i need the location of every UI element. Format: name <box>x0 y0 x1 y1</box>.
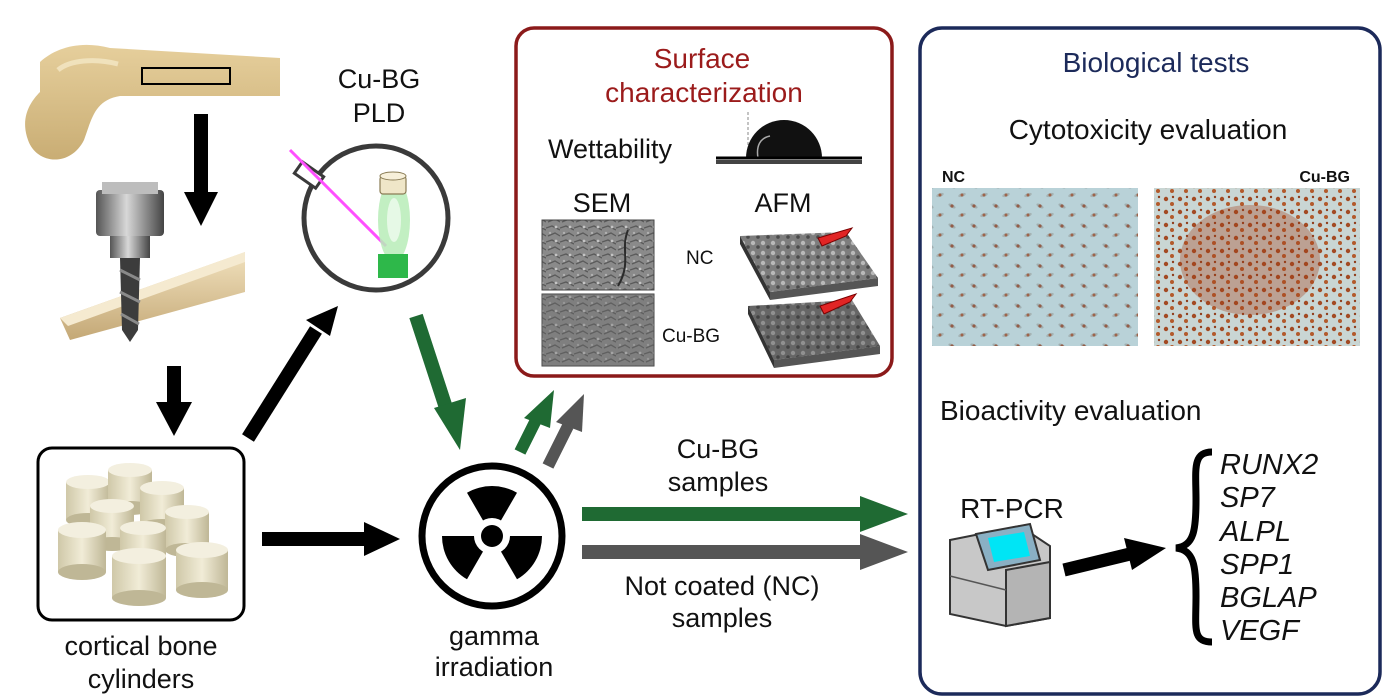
afm-nc-label: NC <box>686 248 713 269</box>
surface-title-line1: Surface <box>654 43 751 74</box>
arrow-drill-to-cylinders <box>156 366 192 436</box>
pld-label-line2: PLD <box>353 98 406 128</box>
laser-beam <box>288 148 388 248</box>
gamma-label-line2: irradiation <box>435 652 554 682</box>
cubg-samples-label-line1: Cu-BG <box>677 434 760 464</box>
gene-item: VEGF <box>1220 615 1301 647</box>
femur-bone-image <box>25 44 280 160</box>
sem-image-cubg <box>541 293 655 367</box>
radiation-icon <box>418 462 566 610</box>
pld-chamber-image <box>288 143 451 293</box>
cut-region-marker <box>141 67 231 85</box>
gene-item: SPP1 <box>1220 549 1294 581</box>
rtpcr-label: RT-PCR <box>960 493 1064 524</box>
cylinders-label-line1: cortical bone <box>64 631 217 661</box>
cytotoxicity-label: Cytotoxicity evaluation <box>1009 114 1288 145</box>
cell-image-nc-label: NC <box>942 169 966 186</box>
arrow-cubg-samples <box>582 496 908 532</box>
gamma-label-line1: gamma <box>449 621 540 651</box>
gene-item: ALPL <box>1218 516 1291 548</box>
cell-image-nc <box>932 188 1138 346</box>
cell-image-cubg-label: Cu-BG <box>1299 169 1350 186</box>
rtpcr-machine-image <box>949 522 1051 628</box>
cu-bg-target <box>378 254 408 278</box>
afm-cubg-label: Cu-BG <box>662 326 720 347</box>
gene-list: RUNX2 SP7 ALPL SPP1 BGLAP VEGF <box>1218 449 1318 647</box>
arrow-gamma-to-surface-green <box>514 390 554 455</box>
cell-image-cubg <box>1154 188 1360 346</box>
sem-label: SEM <box>573 188 632 218</box>
bioactivity-label: Bioactivity evaluation <box>940 395 1201 426</box>
arrow-pld-to-gamma <box>409 313 466 450</box>
nc-samples-label-line2: samples <box>672 603 773 633</box>
gene-item: SP7 <box>1220 482 1277 514</box>
arrow-cylinders-to-pld <box>242 306 338 442</box>
water-droplet-image <box>716 112 862 164</box>
afm-image-cubg <box>748 293 880 368</box>
gene-item: BGLAP <box>1220 582 1317 614</box>
gene-item: RUNX2 <box>1220 449 1318 481</box>
arrow-femur-to-drill <box>184 114 218 226</box>
wettability-label: Wettability <box>548 134 673 164</box>
arrow-nc-samples <box>582 534 908 570</box>
cylinders-label-line2: cylinders <box>88 664 195 694</box>
sem-image-nc <box>541 219 655 291</box>
pld-label-line1: Cu-BG <box>338 64 421 94</box>
arrow-gamma-to-surface-gray <box>542 394 584 469</box>
drill-and-bone-beam-image <box>60 158 245 342</box>
arrow-rtpcr-to-genes <box>1062 538 1166 577</box>
arrow-cylinders-to-gamma <box>262 522 400 556</box>
afm-image-nc <box>740 227 878 300</box>
cubg-samples-label-line2: samples <box>668 467 769 497</box>
gene-brace <box>1175 448 1213 646</box>
bio-title: Biological tests <box>1063 47 1250 78</box>
nc-samples-label-line1: Not coated (NC) <box>624 571 819 601</box>
afm-label: AFM <box>755 188 812 218</box>
bone-cylinders-image <box>58 463 228 606</box>
surface-title-line2: characterization <box>605 77 803 108</box>
